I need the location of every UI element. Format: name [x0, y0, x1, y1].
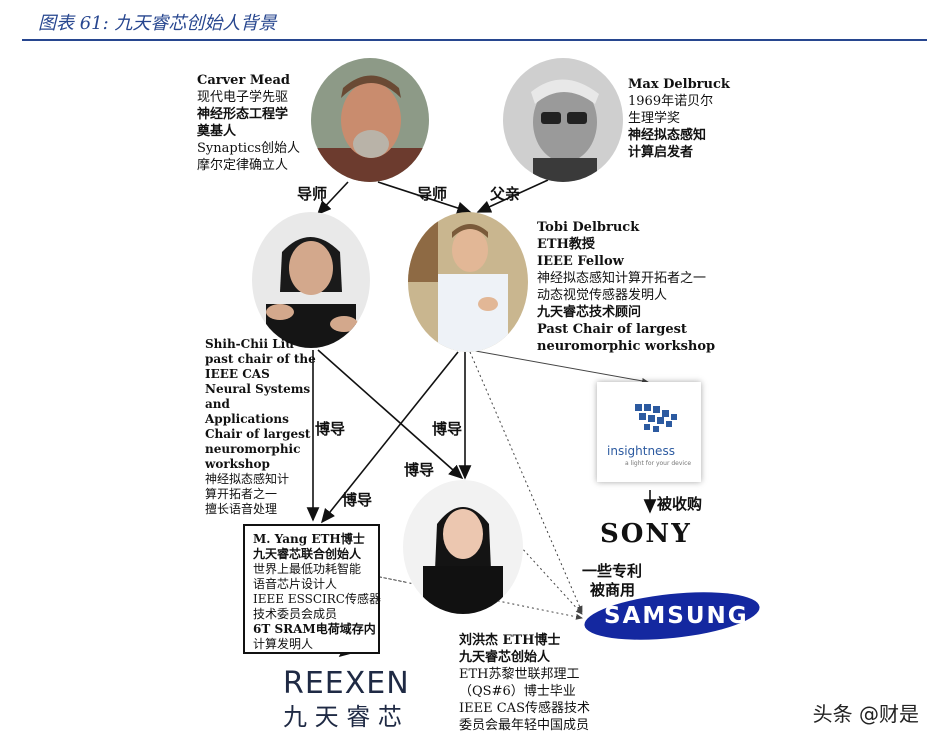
edge-yang-samsung — [379, 576, 583, 620]
max-line: 计算启发者 — [628, 145, 694, 160]
edge-label-phd-2: 博导 — [432, 420, 463, 438]
liu-line: 算开拓者之一 — [205, 487, 278, 501]
max-line: 1969年诺贝尔 — [628, 94, 714, 109]
lhj-line: 九天睿芯创始人 — [459, 650, 551, 665]
shih-chii-liu-photo — [252, 212, 370, 348]
phd-edge-liu-lhj — [317, 349, 464, 480]
edge-label-phd-1: 博导 — [315, 420, 346, 438]
lhj-line: IEEE CAS传感器技术 — [459, 701, 590, 716]
liu-line: Neural Systems — [205, 382, 311, 396]
max-name: Max Delbruck — [628, 77, 730, 92]
tobi-delbruck-photo — [408, 212, 528, 352]
carver-mead-text: Carver Mead 现代电子学先驱 神经形态工程学 奠基人 Synaptic… — [197, 72, 300, 174]
carver-line: 现代电子学先驱 — [197, 90, 289, 105]
tobi-line: 九天睿芯技术顾问 — [537, 305, 642, 320]
edge-label-acquired: 被收购 — [657, 495, 703, 513]
liu-line: neuromorphic — [205, 442, 301, 456]
yang-line: 九天睿芯联合创始人 — [253, 547, 362, 561]
liu-line: workshop — [205, 457, 270, 471]
tobi-delbruck-text: Tobi Delbruck ETH教授 IEEE Fellow 神经拟态感知计算… — [537, 219, 715, 355]
liu-line: Chair of largest — [205, 427, 311, 441]
lhj-line: ETH苏黎世联邦理工 — [459, 667, 580, 682]
edge-label-phd-3: 博导 — [404, 461, 435, 479]
yang-line: 语音芯片设计人 — [253, 577, 338, 591]
carver-line: 奠基人 — [197, 124, 237, 139]
reexen-chinese: 九 天 睿 芯 — [283, 703, 402, 731]
insightness-name: insightness — [607, 444, 675, 458]
edge-tobi-insightness — [469, 349, 649, 384]
liu-line: Applications — [205, 412, 289, 426]
reexen-latin: REEXEN — [283, 666, 410, 701]
carver-name: Carver Mead — [197, 73, 290, 88]
samsung-logo — [584, 592, 760, 640]
edge-label-phd-4: 博导 — [342, 491, 373, 509]
tobi-line: 动态视觉传感器发明人 — [537, 288, 668, 303]
tobi-line: neuromorphic workshop — [537, 339, 716, 354]
yang-line: IEEE ESSCIRC传感器 — [253, 592, 381, 606]
lhj-line: 委员会最年轻中国成员 — [459, 718, 590, 733]
patents-line: 被商用 — [590, 581, 636, 599]
yang-line: 计算发明人 — [253, 637, 314, 651]
figure-title: 图表 61: 九天睿芯创始人背景 — [38, 13, 277, 34]
max-line: 神经拟态感知 — [628, 128, 707, 143]
carver-line: 摩尔定律确立人 — [197, 158, 289, 173]
insightness-mark-icon — [635, 404, 677, 432]
edge-tobi-samsung — [469, 351, 583, 613]
edge-label-mentor-1: 导师 — [297, 185, 328, 203]
tobi-line: 神经拟态感知计算开拓者之一 — [537, 271, 707, 286]
max-delbruck-photo — [503, 58, 623, 182]
liu-line: and — [205, 397, 230, 411]
liu-line: past chair of the — [205, 352, 316, 366]
father-edge-max-tobi — [476, 179, 549, 213]
edge-label-father: 父亲 — [490, 185, 521, 203]
mentor-edge-carver-tobi — [377, 181, 472, 215]
edge-lhj-yang — [379, 576, 406, 583]
max-delbruck-text: Max Delbruck 1969年诺贝尔 生理学奖 神经拟态感知 计算启发者 — [628, 76, 730, 161]
watermark: 头条 @财是 — [812, 702, 919, 726]
liu-line: 擅长语音处理 — [205, 502, 278, 516]
mentor-edge-carver-liu — [316, 181, 349, 216]
shih-chii-liu-text: Shih-Chii Liu past chair of the IEEE CAS… — [205, 337, 316, 517]
reexen-logo: REEXEN 九 天 睿 芯 — [283, 668, 433, 732]
liu-hongjie-photo — [403, 480, 523, 614]
yang-line: 世界上最低功耗智能 — [253, 562, 362, 576]
tobi-name: Tobi Delbruck — [537, 220, 640, 235]
patents-label: 一些专利 被商用 — [582, 562, 642, 600]
samsung-wordmark: SAMSUNG — [604, 603, 749, 629]
edge-label-mentor-2: 导师 — [417, 185, 448, 203]
carver-mead-photo — [311, 58, 429, 182]
liu-hongjie-text: 刘洪杰 ETH博士 九天睿芯创始人 ETH苏黎世联邦理工 （QS#6）博士毕业 … — [459, 632, 590, 734]
insightness-logo-card: insightness a light for your device — [597, 382, 701, 482]
tobi-line: IEEE Fellow — [537, 254, 624, 269]
yang-name: M. Yang ETH博士 — [253, 532, 365, 546]
liu-line: 神经拟态感知计 — [205, 472, 290, 486]
sony-logo: SONY — [600, 519, 692, 549]
lhj-name: 刘洪杰 ETH博士 — [459, 633, 561, 648]
tobi-line: Past Chair of largest — [537, 322, 687, 337]
liu-line: IEEE CAS — [205, 367, 270, 381]
tobi-line: ETH教授 — [537, 237, 595, 252]
yang-line: 6T SRAM电荷域存内 — [253, 622, 376, 636]
insightness-tagline: a light for your device — [625, 460, 692, 467]
carver-line: 神经形态工程学 — [197, 107, 289, 122]
lhj-line: （QS#6）博士毕业 — [459, 684, 576, 699]
m-yang-box: M. Yang ETH博士 九天睿芯联合创始人 世界上最低功耗智能 语音芯片设计… — [243, 524, 381, 654]
carver-line: Synaptics创始人 — [197, 141, 301, 156]
patents-line: 一些专利 — [582, 562, 643, 580]
yang-line: 技术委员会成员 — [253, 607, 338, 621]
max-line: 生理学奖 — [628, 111, 681, 126]
liu-name: Shih-Chii Liu — [205, 337, 294, 351]
phd-edge-tobi-yang — [321, 351, 459, 524]
title-rule — [22, 39, 927, 41]
